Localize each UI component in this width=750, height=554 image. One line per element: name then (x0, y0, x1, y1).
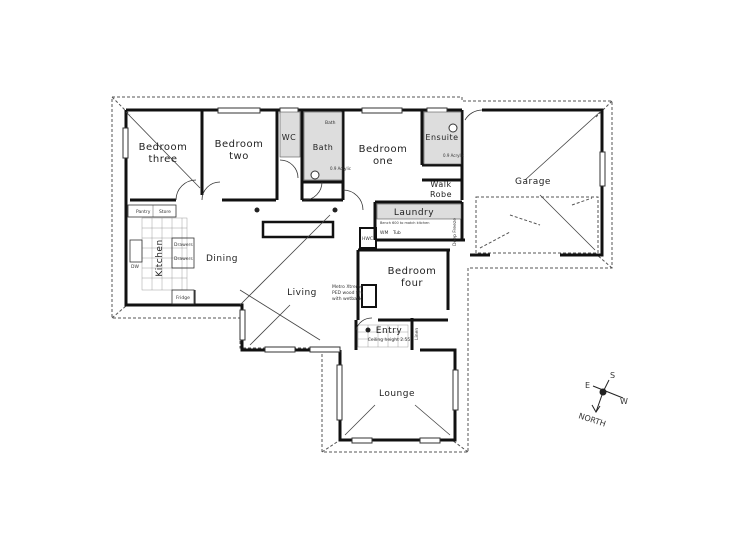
label-bath-shower: 0.9 Acrylic (330, 166, 351, 171)
compass-e: E (585, 381, 590, 390)
label-wc: WC (282, 133, 297, 142)
label-bedroom-one: Bedroom (359, 144, 408, 155)
label-heater-2: PED wood fire (332, 290, 364, 296)
windows (122, 107, 606, 444)
wet-areas (279, 111, 462, 220)
kitchen-tiles (127, 204, 195, 305)
label-heater-1: Metro Xtreme (332, 284, 363, 290)
label-lounge: Lounge (379, 389, 415, 399)
label-bedroom-four-2: four (401, 278, 423, 289)
fixture-labels: Bath 0.9 Acrylic 0.9 Acrylic Pantry Stor… (131, 120, 464, 340)
label-bedroom-two: Bedroom (215, 139, 264, 150)
label-drawers-2: Drawers (174, 256, 193, 262)
label-entry: Entry (376, 326, 403, 336)
doors (175, 109, 483, 331)
label-bedroom-four: Bedroom (388, 266, 437, 277)
label-ensuite-shower: 0.9 Acrylic (443, 153, 464, 158)
label-drawers-1: Drawers (174, 242, 193, 248)
label-bedroom-three-2: three (149, 154, 178, 165)
label-walk-robe: Walk (430, 180, 451, 189)
label-dishwasher: DW (131, 264, 139, 270)
label-pantry: Pantry (136, 209, 151, 215)
label-fridge: Fridge (176, 295, 190, 301)
label-laundry-bench: Bench 600 to match kitchen (380, 221, 430, 225)
label-entry-ceiling: Ceiling height 2.55 (368, 337, 411, 343)
walls (124, 108, 604, 442)
label-store: Store (159, 209, 171, 215)
label-linen: Linen (414, 328, 420, 340)
compass-icon: S E W NORTH (577, 371, 628, 429)
compass-north: NORTH (577, 411, 607, 428)
label-hwc: HWC (362, 236, 373, 242)
label-bath: Bath (313, 143, 334, 152)
compass-w: W (620, 397, 628, 406)
label-heater-3: with wetback (332, 296, 362, 302)
label-tub: Tub (392, 230, 401, 236)
roof-hips (125, 111, 601, 436)
label-bath-tub: Bath (325, 120, 336, 126)
room-labels: Bedroom three Bedroom two WC Bath Bedroo… (139, 133, 551, 399)
compass-s: S (610, 371, 615, 380)
label-bedroom-two-2: two (229, 151, 249, 162)
label-walk-robe-2: Robe (430, 190, 452, 199)
label-laundry: Laundry (394, 208, 434, 218)
lights (254, 123, 458, 333)
label-living: Living (287, 288, 317, 298)
label-kitchen: Kitchen (155, 239, 165, 276)
label-deep-freeze: Deep Freeze (452, 218, 458, 246)
label-dining: Dining (206, 254, 238, 264)
label-garage: Garage (515, 177, 551, 187)
label-wm: WM (380, 230, 388, 236)
label-bedroom-one-2: one (373, 156, 393, 167)
label-ensuite: Ensuite (425, 133, 458, 142)
label-bedroom-three: Bedroom (139, 142, 188, 153)
